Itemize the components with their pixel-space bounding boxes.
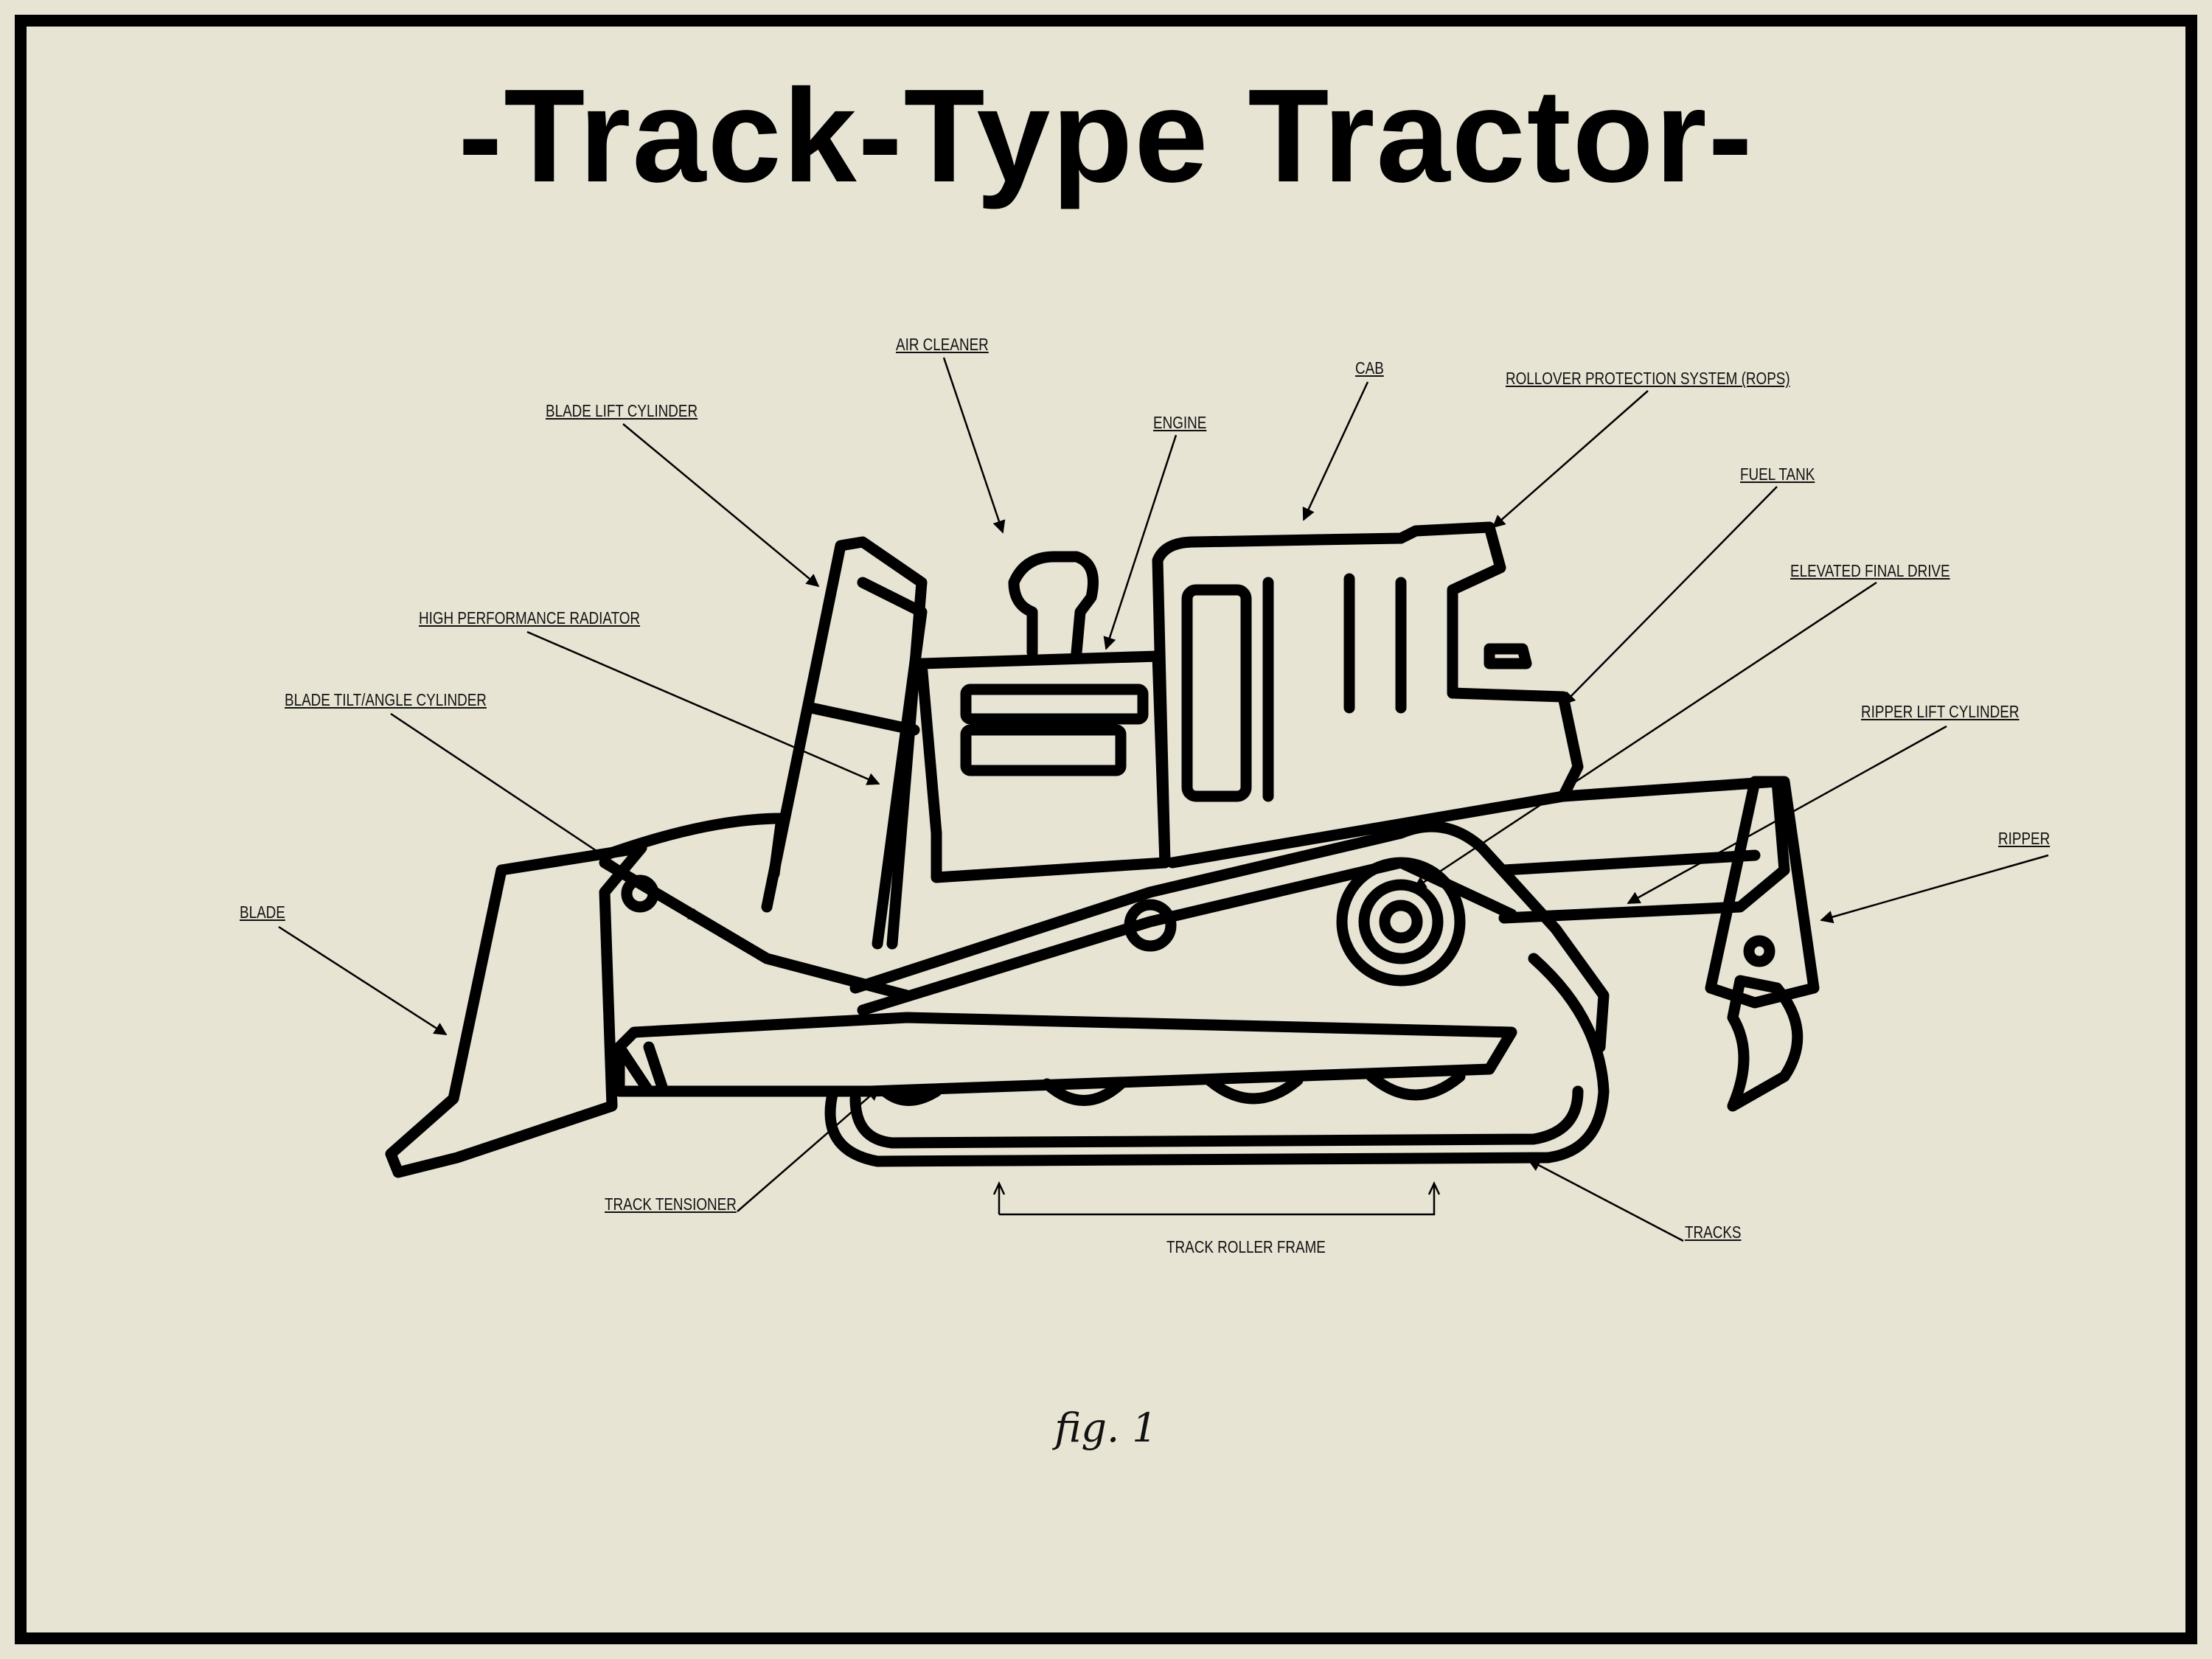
label-fuel-tank: FUEL TANK	[1740, 465, 1815, 484]
tractor-outline	[385, 521, 1820, 1178]
track-rollers	[879, 1071, 1466, 1106]
label-ripper-lift-cylinder: RIPPER LIFT CYLINDER	[1861, 702, 2020, 721]
label-high-performance-radiator: HIGH PERFORMANCE RADIATOR	[419, 608, 641, 627]
label-engine: ENGINE	[1153, 413, 1207, 432]
diagram-title: -Track-Type Tractor-	[458, 62, 1754, 210]
label-track-tensioner: TRACK TENSIONER	[605, 1194, 737, 1214]
border-frame	[15, 15, 2197, 1644]
ripper-beam	[1498, 776, 1790, 924]
label-air-cleaner: AIR CLEANER	[896, 335, 989, 354]
leader-rops	[1492, 390, 1649, 529]
label-cab: CAB	[1355, 358, 1384, 378]
label-elevated-final-drive: ELEVATED FINAL DRIVE	[1790, 561, 1950, 580]
leader-ripper-lift	[1627, 725, 1947, 905]
label-ripper: RIPPER	[1998, 829, 2051, 848]
ripper-shank	[1727, 975, 1804, 1112]
leader-blade	[278, 925, 448, 1036]
leader-blade-tilt	[390, 712, 702, 922]
air-cleaner-shape	[1008, 551, 1099, 658]
cab-shape	[1152, 521, 1584, 869]
label-blade-tilt-angle-cylinder: BLADE TILT/ANGLE CYLINDER	[285, 690, 487, 709]
label-track-roller-frame: TRACK ROLLER FRAME	[1166, 1237, 1326, 1256]
leader-tracks	[1527, 1158, 1684, 1242]
leader-engine	[1103, 434, 1178, 650]
track-loop	[824, 953, 1610, 1167]
leader-radiator	[526, 630, 880, 785]
blade-shape	[385, 842, 647, 1178]
label-rops: ROLLOVER PROTECTION SYSTEM (ROPS)	[1506, 369, 1790, 388]
leader-cab	[1302, 381, 1369, 521]
label-blade-lift-cylinder: BLADE LIFT CYLINDER	[546, 401, 698, 420]
leader-blade-lift-cylinder	[622, 423, 820, 588]
leader-track-tensioner	[737, 1087, 880, 1212]
label-tracks: TRACKS	[1685, 1222, 1742, 1242]
track-roller-frame-bracket	[992, 1181, 1441, 1216]
leader-ripper	[1820, 854, 2049, 924]
push-arm	[613, 1012, 1517, 1097]
engine-hood	[916, 650, 1171, 883]
figure-caption: fig. 1	[1054, 1405, 1158, 1451]
label-blade: BLADE	[240, 902, 285, 922]
leader-air-cleaner	[942, 357, 1006, 534]
track-guard	[849, 821, 1610, 1053]
leader-fuel-tank	[1562, 486, 1778, 706]
leader-lines	[278, 357, 2049, 1242]
leader-elevated-final-drive	[1413, 581, 1877, 890]
final-drive-sprocket	[1336, 857, 1466, 987]
